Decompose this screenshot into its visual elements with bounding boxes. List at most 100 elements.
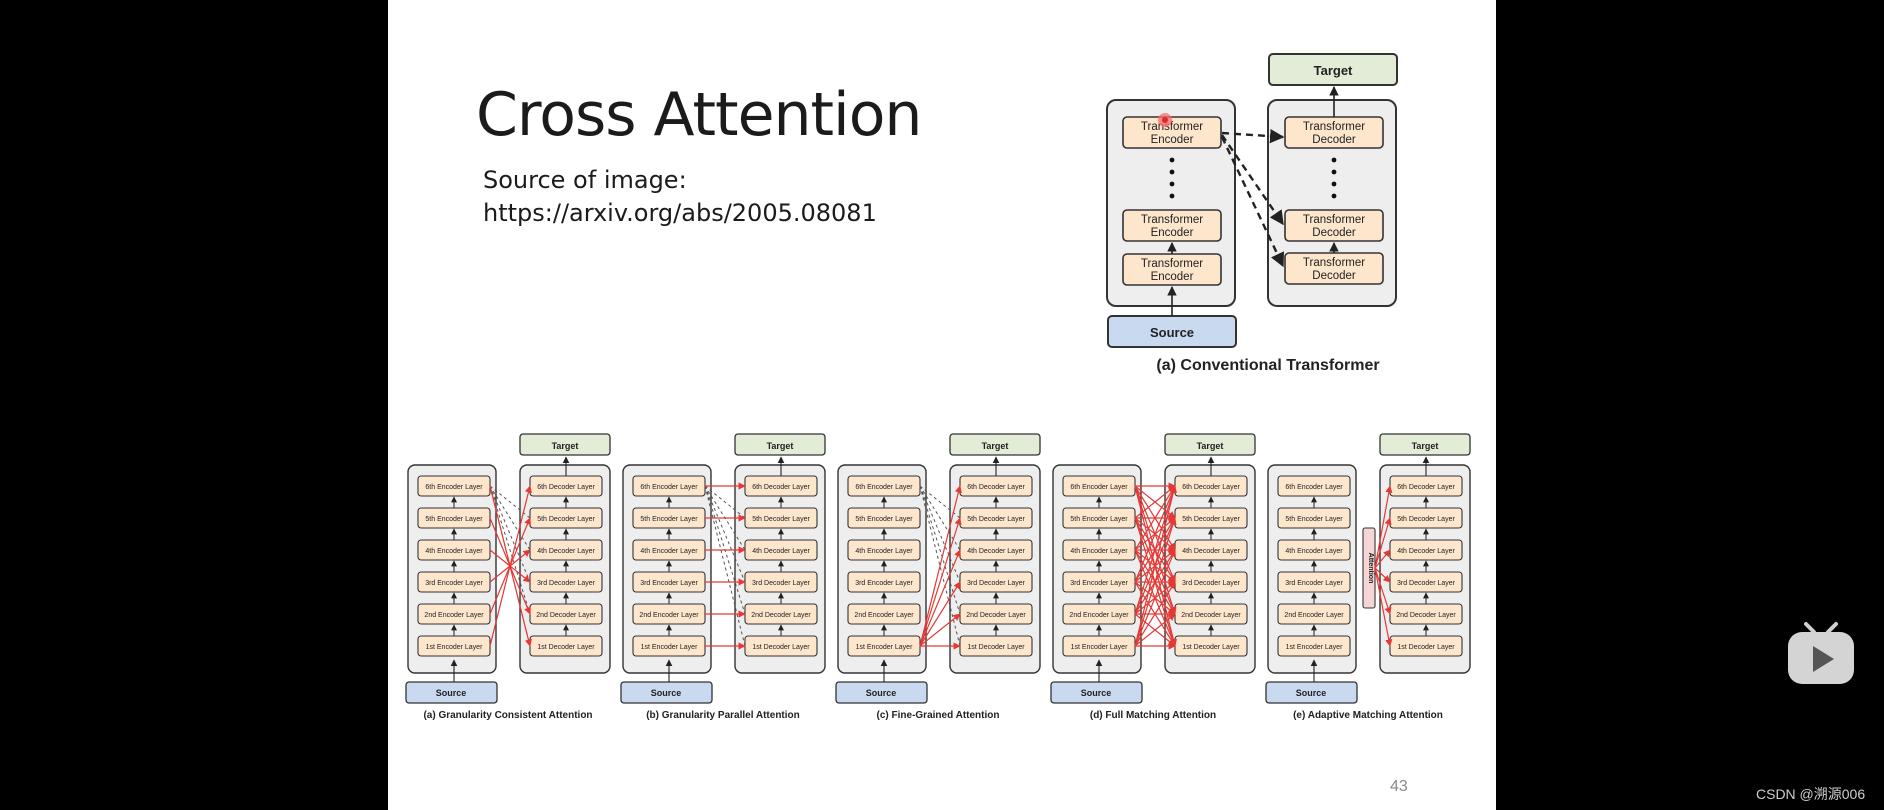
panel-2-target-label: Target [982, 441, 1009, 451]
panel-1-decoder-label-1: 1st Decoder Layer [752, 644, 810, 651]
p0-dash-3 [489, 485, 531, 583]
p4-red-5 [1374, 567, 1393, 647]
p3-red-5-4 [1134, 613, 1176, 647]
panel-2-encoder-label-2: 2nd Encoder Layer [854, 612, 914, 619]
panel-0-decoder-label-3: 3rd Decoder Layer [537, 580, 596, 587]
panel-3-decoder-label-3: 3rd Decoder Layer [1182, 580, 1241, 587]
encoder-layer-3-label-2: Encoder [1151, 271, 1194, 283]
cross-dash-1 [1221, 128, 1285, 144]
panel-0-encoder-label-2: 2nd Encoder Layer [424, 612, 484, 619]
slide-title: Cross Attention [476, 80, 922, 150]
p1-dash-3 [704, 485, 746, 583]
panel-3-decoder-label-4: 4th Decoder Layer [1182, 548, 1240, 555]
p3-red-1-0 [1134, 485, 1176, 519]
p0-dash-4 [489, 485, 531, 615]
p4-red-4 [1374, 567, 1392, 615]
panel-0-source [405, 681, 498, 704]
panel-4-decoder-label-3: 3rd Decoder Layer [1397, 580, 1456, 587]
panel-0-decoder-label-2: 2nd Decoder Layer [536, 612, 596, 619]
panel-0-target [519, 433, 611, 456]
decoder-layer-3-label-2: Decoder [1312, 270, 1356, 282]
panel-3-target [1164, 433, 1256, 456]
panel-4-decoder-label-5: 5th Decoder Layer [1397, 516, 1455, 523]
panel-1-encoder-label-6: 6th Encoder Layer [640, 484, 698, 491]
panel-2-encoder-label-3: 3rd Encoder Layer [855, 580, 913, 587]
p3-red-2-0 [1134, 485, 1176, 551]
panel-3-decoder-label-5: 5th Decoder Layer [1182, 516, 1240, 523]
panel-1-decoder-label-5: 5th Decoder Layer [752, 516, 810, 523]
p2-red-0 [919, 485, 962, 647]
panel-2-decoder-label-5: 5th Decoder Layer [967, 516, 1025, 523]
panel-1-decoder-label-6: 6th Decoder Layer [752, 484, 810, 491]
panel-4-encoder-label-1: 1st Encoder Layer [1286, 644, 1343, 651]
panel-4-encoder-label-4: 4th Encoder Layer [1285, 548, 1343, 555]
panel-1-source-label: Source [651, 688, 682, 698]
panel-1-encoder-label-4: 4th Encoder Layer [640, 548, 698, 555]
panel-4-encoder-label-3: 3rd Encoder Layer [1285, 580, 1343, 587]
panel-3-source [1050, 681, 1143, 704]
panel-0-decoder-label-1: 1st Decoder Layer [537, 644, 595, 651]
panel-2-decoder-label-3: 3rd Decoder Layer [967, 580, 1026, 587]
panel-2-encoder-label-4: 4th Encoder Layer [855, 548, 913, 555]
encoder-layer-1-label-2: Encoder [1151, 134, 1194, 146]
encoder-layer-2-label-2: Encoder [1151, 227, 1194, 239]
panel-4-encoder-layer-2 [1277, 603, 1351, 625]
panel-3-source-label: Source [1081, 688, 1112, 698]
panel-2-encoder-label-6: 6th Encoder Layer [855, 484, 913, 491]
p3-red-5-1 [1134, 517, 1177, 647]
decoder-layer-3-label-1: Transformer [1303, 257, 1365, 269]
panel-1-target [734, 433, 826, 456]
cross-dash-2 [1221, 134, 1284, 226]
p4-red-0 [1374, 485, 1393, 569]
encoder-layer-1 [1122, 116, 1222, 149]
panel-4-decoder-label-1: 1st Decoder Layer [1397, 644, 1455, 651]
panel-1-encoder-label-1: 1st Encoder Layer [641, 644, 698, 651]
decoder-layer-1-label-1: Transformer [1303, 121, 1365, 133]
encoder-dot-2 [1169, 181, 1175, 187]
panel-1-encoder-label-2: 2nd Encoder Layer [639, 612, 699, 619]
encoder-layer-3-label-1: Transformer [1141, 258, 1203, 270]
panel-4-encoder-layer-3 [1277, 571, 1351, 593]
panel-4-encoder-layer-6 [1277, 475, 1351, 497]
p4-red-1 [1374, 517, 1392, 569]
p0-dash-2 [489, 485, 531, 551]
play-button[interactable] [1786, 620, 1856, 686]
p3-red-4-0 [1134, 485, 1177, 615]
p2-red-3 [919, 581, 961, 647]
p3-red-5-0 [1134, 485, 1177, 647]
panel-1-encoder-label-3: 3rd Encoder Layer [640, 580, 698, 587]
decoder-dot-2 [1331, 181, 1337, 187]
panel-2-source [835, 681, 928, 704]
panel-3-encoder-label-2: 2nd Encoder Layer [1069, 612, 1129, 619]
panel-2-decoder-label-4: 4th Decoder Layer [967, 548, 1025, 555]
panel-3-encoder-label-1: 1st Encoder Layer [1071, 644, 1128, 651]
panel-2-target [949, 433, 1041, 456]
p4-red-2 [1374, 549, 1391, 569]
panel-4-decoder-label-2: 2nd Decoder Layer [1396, 612, 1456, 619]
panel-4-decoder-label-4: 4th Decoder Layer [1397, 548, 1455, 555]
panel-4-encoder-layer-5 [1277, 507, 1351, 529]
panel-3-encoder-label-5: 5th Encoder Layer [1070, 516, 1128, 523]
panel-4-source [1265, 681, 1358, 704]
decoder-dot-0 [1331, 157, 1337, 163]
panel-2-encoder-layer-5 [847, 507, 921, 529]
panel-4-encoder-label-6: 6th Encoder Layer [1285, 484, 1343, 491]
panel-2-decoder-label-2: 2nd Decoder Layer [966, 612, 1026, 619]
panel-4-encoder-label-2: 2nd Encoder Layer [1284, 612, 1344, 619]
panel-2-caption: (c) Fine-Grained Attention [877, 710, 1000, 721]
panel-3-decoder-label-1: 1st Decoder Layer [1182, 644, 1240, 651]
panel-2-encoder-layer-4 [847, 539, 921, 561]
p3-red-5-2 [1134, 549, 1176, 647]
panel-4-caption: (e) Adaptive Matching Attention [1293, 710, 1443, 721]
page-number: 43 [1390, 778, 1408, 795]
panel-4-target-label: Target [1412, 441, 1439, 451]
cursor-highlight-core [1162, 117, 1168, 123]
panel-3-target-label: Target [1197, 441, 1224, 451]
slide: Cross Attention Source of image: https:/… [388, 0, 1496, 810]
panel-0-encoder-label-4: 4th Encoder Layer [425, 548, 483, 555]
panel-4-decoder-label-6: 6th Decoder Layer [1397, 484, 1455, 491]
